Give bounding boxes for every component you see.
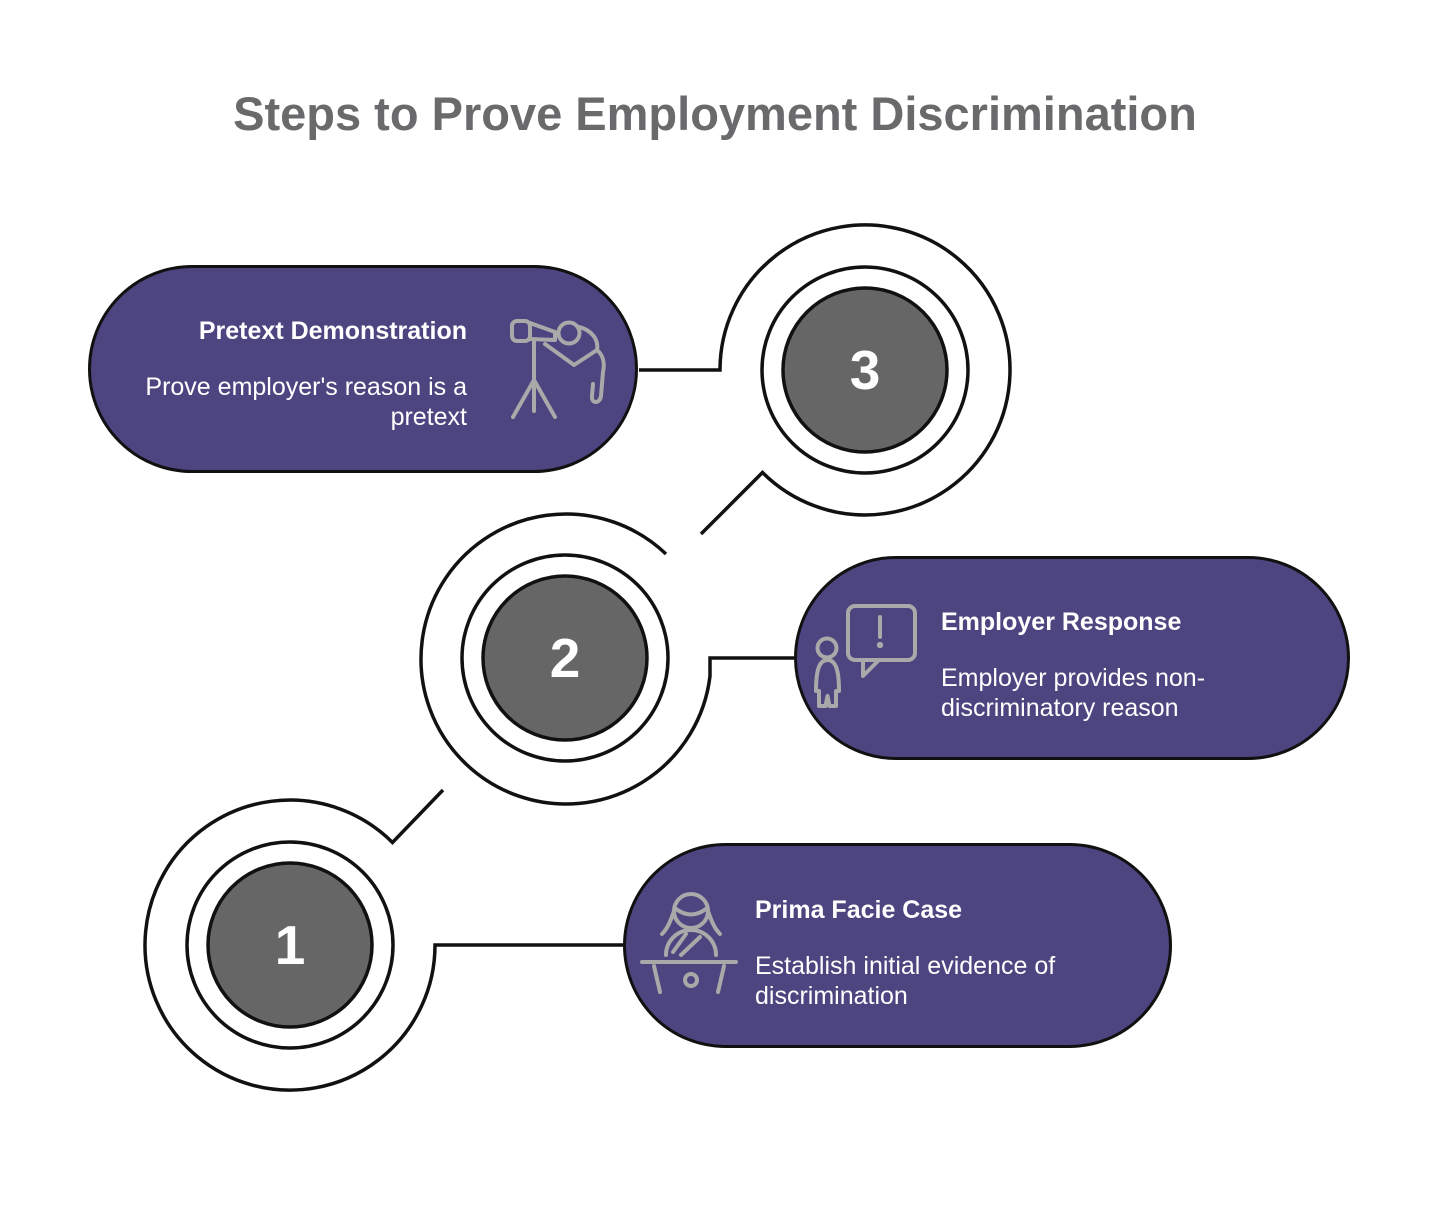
step-3-middle-ring [760, 265, 970, 475]
step-2-title: Employer Response [941, 608, 1182, 636]
step-3-connector-path [639, 223, 1012, 536]
step-1-description: Establish initial evidence of discrimina… [755, 952, 1056, 1010]
step-2-connector-path [419, 512, 794, 806]
step-1-connector-path [143, 788, 623, 1092]
step-1-number: 1 [274, 914, 306, 976]
step-2-description: Employer provides non-discriminatory rea… [941, 664, 1206, 722]
step-3-description: Prove employer's reason is a pretext [145, 373, 467, 431]
step-2-capsule: Employer Response Employer provides non-… [794, 556, 1350, 760]
step-3-capsule: Pretext Demonstration Prove employer's r… [88, 265, 638, 473]
step-2-middle-ring [460, 553, 670, 763]
step-1-number-circle [206, 861, 374, 1029]
lectern-speaker-icon [640, 892, 738, 994]
step-1-title: Prima Facie Case [755, 896, 963, 924]
step-2-number-circle [481, 574, 649, 742]
step-1-node [143, 788, 623, 1092]
page-title: Steps to Prove Employment Discrimination [233, 87, 1197, 140]
step-3-number: 3 [849, 339, 881, 401]
person-speech-bubble-icon [814, 604, 917, 708]
step-3-number-circle [781, 286, 949, 454]
step-3-node [639, 223, 1012, 536]
step-1-middle-ring [185, 840, 395, 1050]
step-2-node [419, 512, 794, 806]
step-1-capsule: Prima Facie Case Establish initial evide… [623, 843, 1172, 1048]
telescope-observer-icon [510, 319, 606, 419]
step-2-number: 2 [549, 627, 581, 689]
step-3-title: Pretext Demonstration [198, 317, 467, 345]
